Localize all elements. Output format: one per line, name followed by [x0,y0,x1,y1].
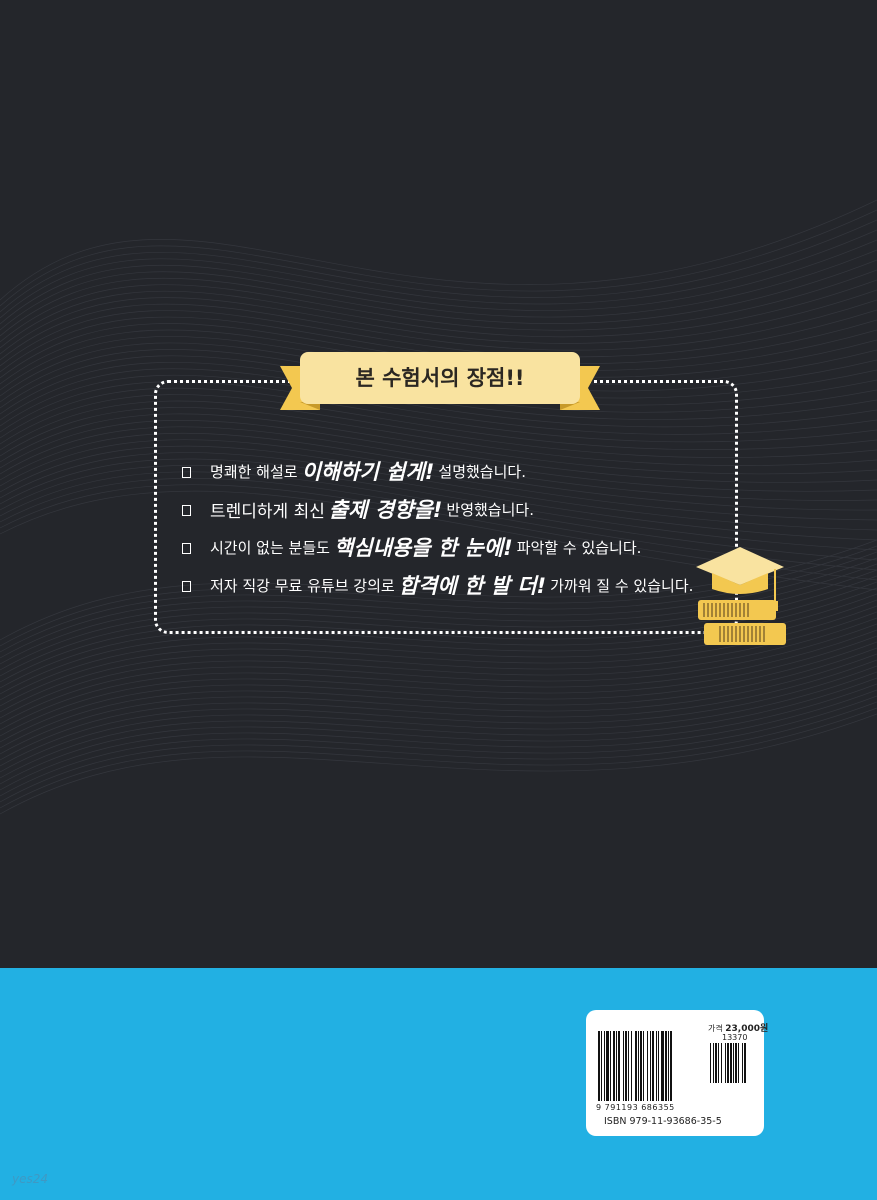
feature-text-end: 설명했습니다. [438,462,526,481]
feature-emphasis: 출제 경향을! [328,498,443,522]
feature-item: 시간이 없는 분들도 핵심내용을 한 눈에! 파악할 수 있습니다. [182,528,722,566]
graduation-cap-books-icon [696,547,786,645]
feature-emphasis: 핵심내용을 한 눈에! [333,536,513,560]
feature-text: 명쾌한 해설로 [210,462,298,481]
feature-text-end: 가까워 질 수 있습니다. [550,576,694,595]
feature-text: 트렌디하게 최신 [210,501,325,522]
feature-item: 트렌디하게 최신 출제 경향을! 반영했습니다. [182,490,722,528]
checkbox-icon [182,466,191,478]
checkbox-icon [182,504,191,516]
feature-emphasis: 합격에 한 발 더! [398,574,547,598]
feature-text-end: 반영했습니다. [446,500,534,519]
price-label: 가격 23,000원 [708,1024,769,1034]
barcode-digits: 9 791193 686355 [596,1103,675,1112]
checkbox-icon [182,542,191,554]
feature-emphasis: 이해하기 쉽게! [301,460,435,484]
isbn-number: ISBN 979-11-93686-35-5 [604,1116,722,1127]
feature-list: 명쾌한 해설로 이해하기 쉽게! 설명했습니다. 트렌디하게 최신 출제 경향을… [182,452,722,604]
barcode-panel [586,1010,764,1136]
ribbon-title: 본 수험서의 장점!! [355,366,525,390]
feature-item: 명쾌한 해설로 이해하기 쉽게! 설명했습니다. [182,452,722,490]
title-ribbon [280,352,600,410]
checkbox-icon [182,580,191,592]
feature-text: 시간이 없는 분들도 [210,538,330,557]
cover-top [0,199,877,815]
feature-text-end: 파악할 수 있습니다. [516,538,642,557]
feature-item: 저자 직강 무료 유튜브 강의로 합격에 한 발 더! 가까워 질 수 있습니다… [182,566,722,604]
publisher-logo: yes24 [12,1172,49,1186]
add-on-code: 13370 [722,1033,748,1042]
feature-text: 저자 직강 무료 유튜브 강의로 [210,576,395,595]
barcode-icon [598,1031,746,1101]
price-value: 23,000원 [725,1024,769,1034]
